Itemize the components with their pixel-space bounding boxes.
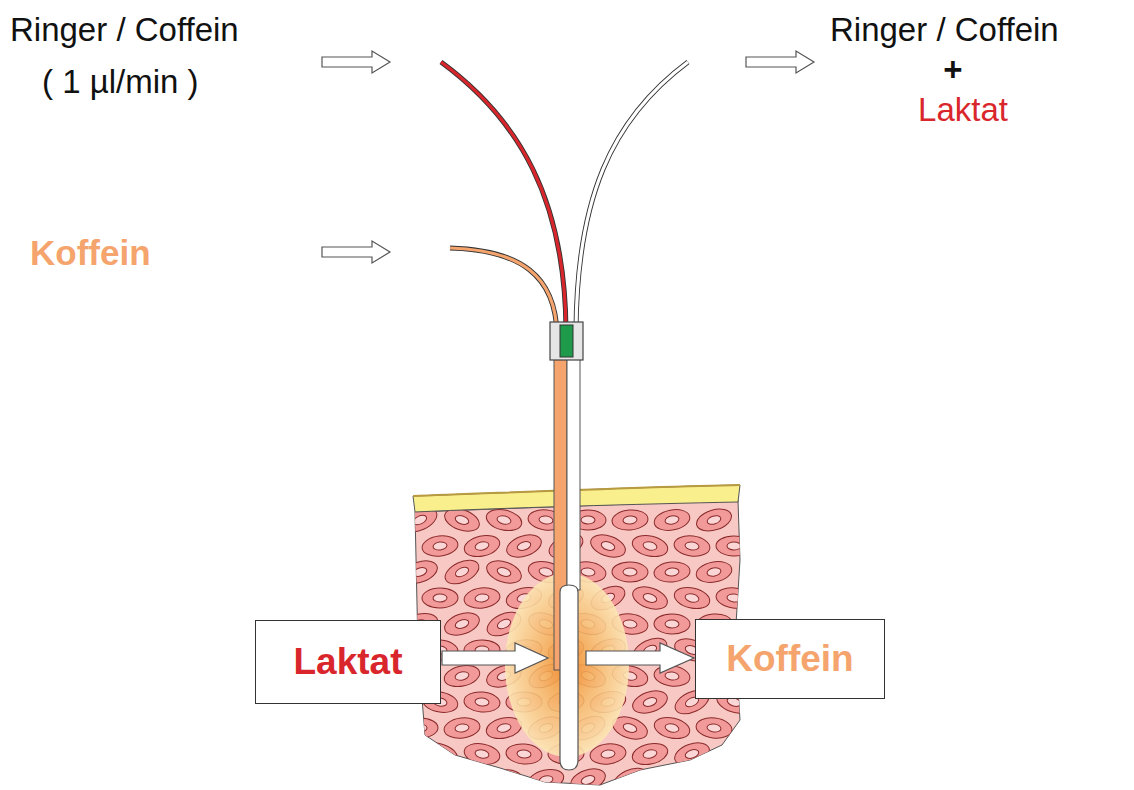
probe-shaft xyxy=(567,330,580,590)
lactate-box: Laktat xyxy=(255,620,441,704)
caffeine-tube xyxy=(450,248,557,335)
flow-arrow xyxy=(322,51,814,263)
diffusion-arrow xyxy=(442,643,694,673)
dialysate-label: Ringer / Coffein xyxy=(830,12,1059,48)
outlet-tube xyxy=(576,62,688,330)
dialysis-membrane xyxy=(560,585,578,770)
box-text: Koffein xyxy=(726,639,853,680)
caffeine-box: Koffein xyxy=(695,619,885,699)
caffeine-tube xyxy=(450,248,557,335)
lactate-label: Laktat xyxy=(918,92,1008,128)
caffeine-label: Koffein xyxy=(30,234,151,273)
flow-rate-label: ( 1 µl/min ) xyxy=(42,64,199,100)
box-text: Laktat xyxy=(294,642,403,683)
connector-seal xyxy=(560,325,573,357)
probe-connector xyxy=(550,322,583,360)
plus-sign: + xyxy=(943,52,962,88)
outlet-tube xyxy=(576,62,688,330)
perfusate-label: Ringer / Coffein xyxy=(10,12,239,48)
